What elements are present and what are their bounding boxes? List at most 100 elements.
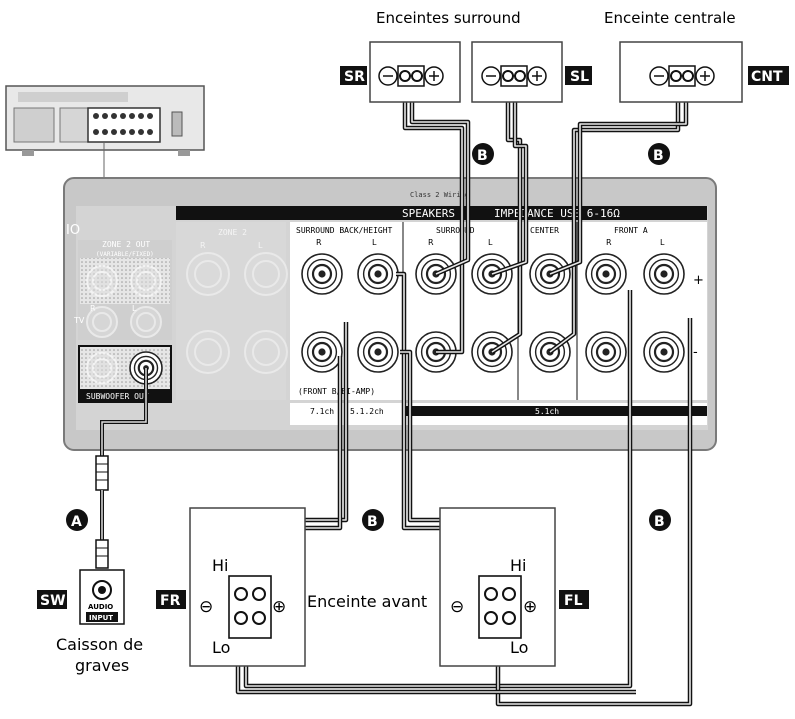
front-biamp-label: (FRONT B/BI-AMP): [298, 387, 375, 396]
sb-r-label: R: [316, 238, 322, 247]
callout-b-center: B: [648, 143, 670, 165]
speakers-header: SPEAKERS: [402, 207, 455, 220]
fa-r-label: R: [606, 238, 612, 247]
zone2-r-label: R: [200, 241, 206, 250]
tv-label: TV: [73, 316, 85, 325]
zone2-l-label: L: [258, 241, 263, 250]
tag-fr: FR: [156, 590, 186, 609]
speaker-post-minus: [585, 331, 627, 373]
rear-panel: IO Class 2 Wiring SPEAKERS IMPEDANCE USE…: [63, 177, 717, 451]
fl-lo-label: Lo: [510, 638, 528, 657]
class2-wiring-label: Class 2 Wiring: [410, 191, 469, 199]
speaker-post-plus: [301, 253, 343, 295]
subwoofer-cable: [95, 368, 148, 569]
subwoofer-out-label: SUBWOOFER OUT: [86, 392, 149, 401]
fl-plus-symbol: ⊕: [523, 597, 537, 617]
ch71-label: 7.1ch: [310, 407, 334, 416]
speaker-post-minus: [357, 331, 399, 373]
svg-text:SW: SW: [40, 593, 66, 609]
cable-sr-a: [402, 76, 465, 355]
cable-sl-b: [491, 76, 529, 277]
panel-edge-label: IO: [66, 223, 80, 238]
surround-label: SURROUND: [436, 226, 475, 235]
zone2-label: ZONE 2: [218, 228, 247, 237]
fa-l-label: L: [660, 238, 665, 247]
fr-hi-label: Hi: [212, 556, 228, 575]
cable-front-lo-b: [495, 318, 693, 707]
svg-text:B: B: [477, 148, 488, 164]
rca-jack-grey: [86, 352, 118, 384]
tag-sw: SW: [37, 590, 67, 609]
svg-text:B: B: [653, 148, 664, 164]
zone2-post: [186, 330, 230, 374]
subwoofer-title-line1: Caisson de: [56, 635, 143, 654]
tag-fl: FL: [559, 590, 589, 609]
cable-sr-b: [409, 76, 471, 277]
svg-text:B: B: [367, 514, 378, 530]
rca-jack-grey: [130, 265, 162, 297]
center-speaker-title: Enceinte centrale: [604, 9, 736, 27]
front-a-label: FRONT A: [614, 226, 648, 235]
speaker-post-plus: [643, 253, 685, 295]
fl-minus-symbol: ⊖: [450, 597, 464, 617]
fr-terminal: [228, 575, 272, 639]
svg-text:A: A: [71, 514, 82, 530]
zone2-out-l: L: [132, 304, 137, 313]
ch512-label: 5.1.2ch: [350, 407, 384, 416]
input-label: INPUT: [89, 614, 113, 622]
tag-sl: SL: [565, 66, 592, 85]
zone2-post: [186, 252, 230, 296]
surround-speakers-title: Enceintes surround: [376, 9, 521, 27]
speaker-post-plus: [357, 253, 399, 295]
zone2-variable-label: (VARIABLE/FIXED): [96, 251, 154, 258]
plus-label: +: [693, 273, 704, 288]
sur-l-label: L: [488, 238, 493, 247]
sur-r-label: R: [428, 238, 434, 247]
sl-terminal: [481, 65, 547, 87]
svg-text:FR: FR: [160, 593, 181, 609]
fr-lo-label: Lo: [212, 638, 230, 657]
speaker-post-minus: [301, 331, 343, 373]
callout-b-surround: B: [472, 143, 494, 165]
fl-hi-label: Hi: [510, 556, 526, 575]
rca-jack-grey: [86, 306, 118, 338]
sr-terminal: [378, 65, 444, 87]
subwoofer-unit: AUDIO INPUT: [79, 569, 125, 625]
svg-text:SL: SL: [570, 69, 589, 85]
zone2-out-r: R: [90, 304, 96, 313]
receiver-thumbnail: [5, 85, 205, 178]
speaker-post-plus: [585, 253, 627, 295]
minus-label: -: [693, 345, 698, 360]
top-speaker-terminals: [378, 65, 715, 87]
tag-cnt: CNT: [748, 66, 789, 85]
tag-sr: SR: [340, 66, 367, 85]
svg-text:CNT: CNT: [751, 69, 783, 85]
ch51-label: 5.1ch: [535, 407, 559, 416]
fl-terminal: [478, 575, 522, 639]
rca-jack-grey: [86, 265, 118, 297]
front-speaker-title: Enceinte avant: [307, 592, 427, 611]
zone2-post: [244, 252, 288, 296]
cnt-terminal: [649, 65, 715, 87]
audio-label: AUDIO: [88, 603, 113, 611]
svg-text:FL: FL: [564, 593, 583, 609]
svg-text:SR: SR: [344, 69, 365, 85]
speaker-post-minus: [643, 331, 685, 373]
cable-cnt-a: [548, 76, 681, 354]
callout-b-front-left: B: [362, 509, 384, 531]
fr-minus-symbol: ⊖: [199, 597, 213, 617]
surround-back-label: SURROUND BACK/HEIGHT: [296, 226, 393, 235]
svg-text:B: B: [654, 514, 665, 530]
zone2-out-label: ZONE 2 OUT: [102, 240, 150, 249]
callout-b-front-right: B: [649, 509, 671, 531]
callout-a: A: [66, 509, 88, 531]
center-label: CENTER: [530, 226, 559, 235]
impedance-header: IMPEDANCE USE 6-16Ω: [494, 207, 620, 220]
cable-sl-a: [490, 76, 523, 354]
front-speaker-terminals: [228, 575, 522, 639]
rca-jack-grey: [130, 306, 162, 338]
subwoofer-title-line2: graves: [75, 656, 129, 675]
fr-plus-symbol: ⊕: [272, 597, 286, 617]
